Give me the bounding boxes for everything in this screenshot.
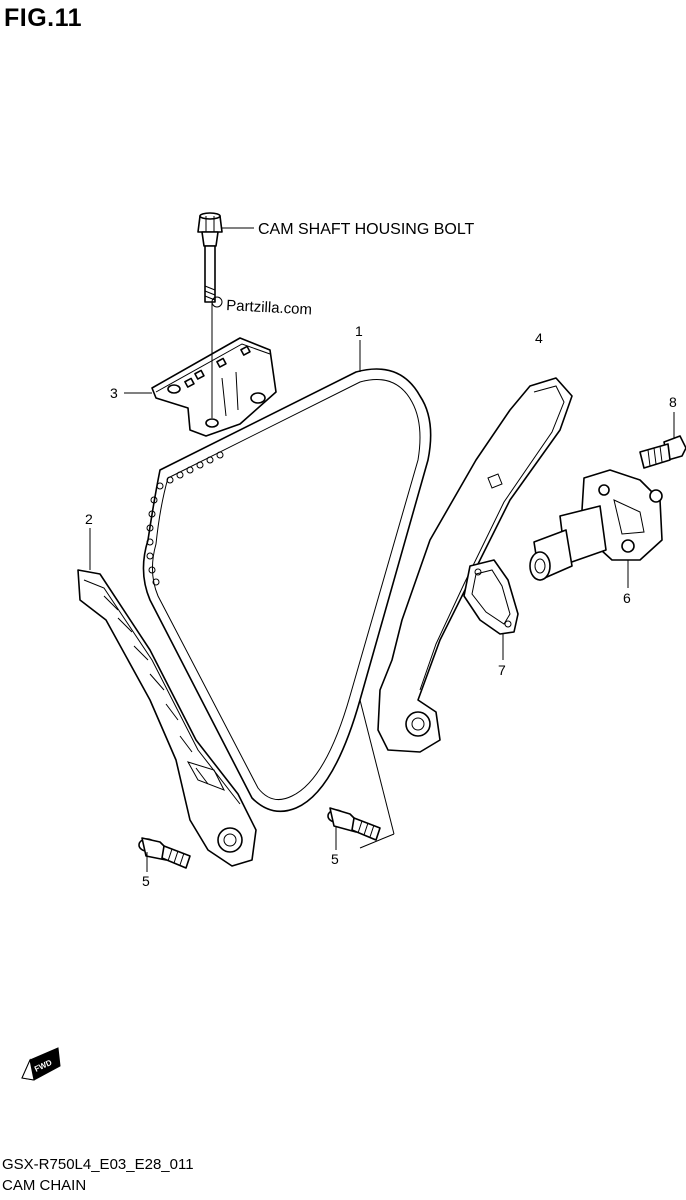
part-1-cam-chain[interactable] — [142, 368, 432, 813]
callout-4: 4 — [535, 330, 543, 346]
part-5-guide-bolt-left[interactable] — [138, 837, 191, 869]
callout-7: 7 — [498, 662, 506, 678]
chain-link-detail — [146, 451, 224, 586]
callout-6: 6 — [623, 590, 631, 606]
watermark: Partzilla.com — [211, 296, 313, 318]
callout-5-right: 5 — [331, 851, 339, 867]
figure-name: CAM CHAIN — [2, 1177, 87, 1194]
callout-5-left: 5 — [142, 873, 150, 889]
bolt-name-label: CAM SHAFT HOUSING BOLT — [258, 221, 475, 238]
figure-title: FIG.11 — [4, 4, 83, 32]
callout-2: 2 — [85, 511, 93, 527]
cam-shaft-housing-bolt[interactable] — [197, 212, 223, 303]
figure-code: GSX-R750L4_E03_E28_011 — [2, 1156, 194, 1173]
callout-3: 3 — [110, 385, 118, 401]
callout-1: 1 — [355, 323, 363, 339]
callout-4-leader — [359, 699, 395, 835]
part-7-gasket[interactable] — [463, 559, 519, 635]
part-8-adjuster-bolt[interactable] — [639, 435, 686, 469]
part-5-guide-bolt-right[interactable] — [327, 807, 381, 841]
fwd-arrow-icon: FWD — [21, 1047, 61, 1081]
callout-8: 8 — [669, 394, 677, 410]
part-2-chain-guide[interactable] — [77, 569, 257, 867]
part-6-tensioner-adjuster[interactable] — [529, 469, 663, 581]
watermark-text: Partzilla.com — [226, 297, 313, 318]
part-3-housing-cap[interactable] — [151, 337, 277, 437]
callout-4-leader-b — [359, 833, 395, 849]
